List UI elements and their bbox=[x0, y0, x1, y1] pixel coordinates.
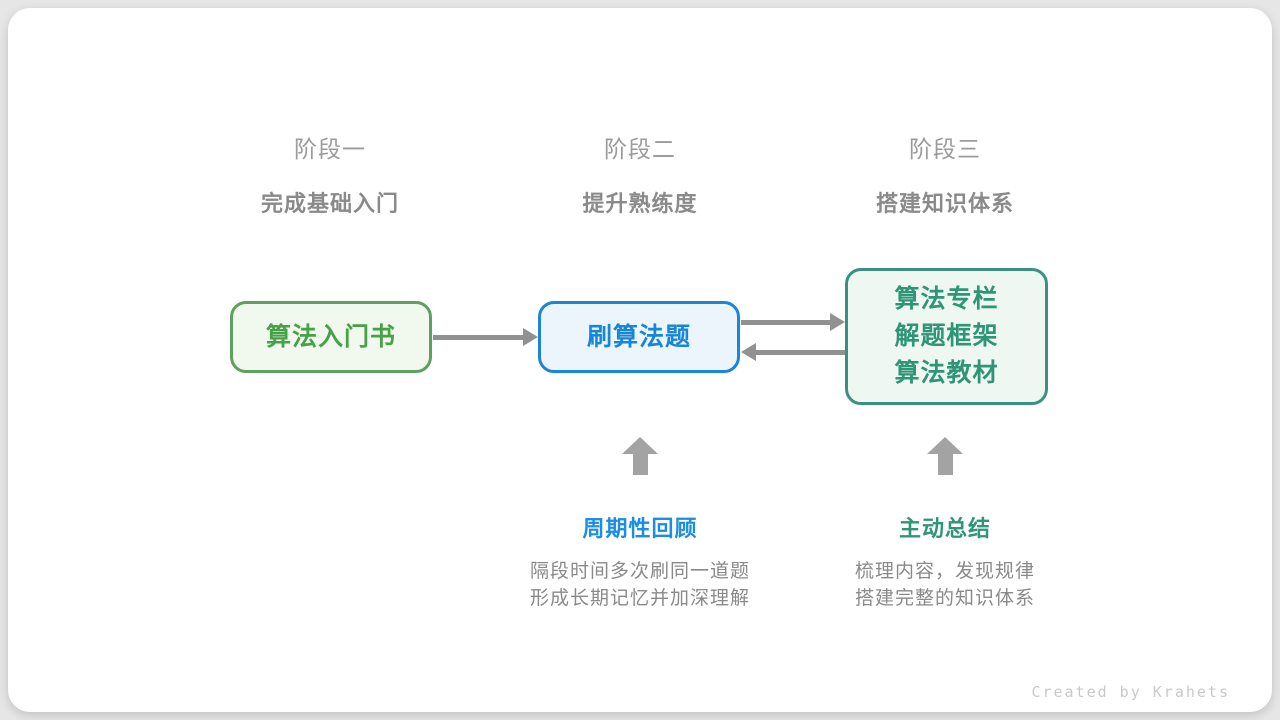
credit-text: Created by Krahets bbox=[1031, 683, 1230, 701]
node-practice: 刷算法题 bbox=[538, 301, 740, 373]
node-intro-book: 算法入门书 bbox=[230, 301, 432, 373]
stage-1-subtitle: 完成基础入门 bbox=[260, 191, 399, 216]
node-resources: 算法专栏 解题框架 算法教材 bbox=[845, 268, 1048, 405]
arrow-up-icon bbox=[622, 437, 658, 475]
arrow-head bbox=[523, 328, 538, 346]
node-resources-line-2: 解题框架 bbox=[894, 322, 999, 350]
stage-1-label: 阶段一 bbox=[294, 136, 366, 162]
annotation-desc-line: 隔段时间多次刷同一道题 bbox=[529, 561, 750, 582]
annotation-periodic-review-title: 周期性回顾 bbox=[582, 516, 698, 541]
annotation-desc-line: 形成长期记忆并加深理解 bbox=[529, 588, 750, 609]
arrow-up-stem bbox=[632, 454, 648, 475]
diagram-card: 阶段一 完成基础入门 阶段二 提升熟练度 阶段三 搭建知识体系 算法入门书 刷算… bbox=[8, 8, 1272, 712]
stage-3-header: 阶段三 搭建知识体系 bbox=[825, 130, 1065, 218]
stage-1-header: 阶段一 完成基础入门 bbox=[210, 130, 450, 218]
annotation-desc-line: 梳理内容，发现规律 bbox=[854, 561, 1035, 582]
node-resources-line-1: 算法专栏 bbox=[894, 285, 999, 313]
annotation-desc-line: 搭建完整的知识体系 bbox=[854, 588, 1035, 609]
stage-2-subtitle: 提升熟练度 bbox=[582, 191, 698, 216]
arrow-right-icon bbox=[433, 328, 538, 346]
arrow-up-head bbox=[622, 437, 658, 454]
arrow-head bbox=[741, 343, 756, 361]
annotation-active-summary-title: 主动总结 bbox=[898, 516, 991, 541]
node-intro-book-label: 算法入门书 bbox=[265, 322, 396, 351]
arrow-up-stem bbox=[937, 454, 953, 475]
annotation-periodic-review-desc: 隔段时间多次刷同一道题 形成长期记忆并加深理解 bbox=[480, 558, 800, 612]
arrow-up-icon bbox=[927, 437, 963, 475]
stage-3-label: 阶段三 bbox=[909, 136, 981, 162]
arrow-head bbox=[830, 313, 845, 331]
node-resources-line-3: 算法教材 bbox=[894, 359, 999, 387]
stage-2-header: 阶段二 提升熟练度 bbox=[520, 130, 760, 218]
node-practice-label: 刷算法题 bbox=[586, 322, 691, 351]
arrow-up-head bbox=[927, 437, 963, 454]
arrow-shaft bbox=[754, 349, 845, 355]
arrow-left-icon bbox=[741, 343, 845, 361]
stage-2-label: 阶段二 bbox=[604, 136, 676, 162]
annotation-active-summary-desc: 梳理内容，发现规律 搭建完整的知识体系 bbox=[785, 558, 1105, 612]
arrow-right-icon bbox=[741, 313, 845, 331]
arrow-shaft bbox=[741, 319, 832, 325]
arrow-shaft bbox=[433, 334, 525, 340]
stage-3-subtitle: 搭建知识体系 bbox=[875, 191, 1014, 216]
